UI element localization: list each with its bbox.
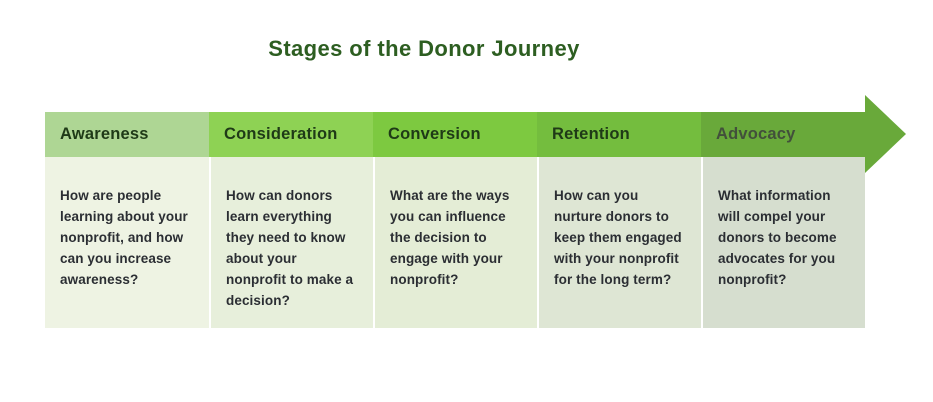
stage-description: What are the ways you can influence the … <box>390 188 510 287</box>
page-title: Stages of the Donor Journey <box>268 36 580 61</box>
forward-arrow-icon <box>865 95 906 173</box>
stage-body-awareness: How are people learning about your nonpr… <box>45 157 209 328</box>
stage-header-retention: Retention <box>537 112 701 157</box>
stage-body-row: How are people learning about your nonpr… <box>45 157 865 328</box>
stage-description: What information will compel your donors… <box>718 188 837 287</box>
stage-header-advocacy: Advocacy <box>701 112 865 157</box>
stage-header-conversion: Conversion <box>373 112 537 157</box>
stage-header-label: Advocacy <box>716 125 796 143</box>
journey-table: Awareness Consideration Conversion Retentio… <box>45 112 865 328</box>
stage-body-conversion: What are the ways you can influence the … <box>373 157 537 328</box>
stage-header-label: Conversion <box>388 125 481 143</box>
stage-header-row: Awareness Consideration Conversion Retentio… <box>45 112 865 157</box>
stage-body-consideration: How can donors learn everything they nee… <box>209 157 373 328</box>
stage-header-awareness: Awareness <box>45 112 209 157</box>
stage-header-label: Retention <box>552 125 630 143</box>
stage-description: How can donors learn everything they nee… <box>226 188 354 308</box>
stage-description: How are people learning about your nonpr… <box>60 188 188 287</box>
stage-description: How can you nurture donors to keep them … <box>554 188 682 287</box>
stage-header-label: Consideration <box>224 125 338 143</box>
stage-header-label: Awareness <box>60 125 149 143</box>
stage-header-consideration: Consideration <box>209 112 373 157</box>
stage-body-advocacy: What information will compel your donors… <box>701 157 865 328</box>
stage-body-retention: How can you nurture donors to keep them … <box>537 157 701 328</box>
